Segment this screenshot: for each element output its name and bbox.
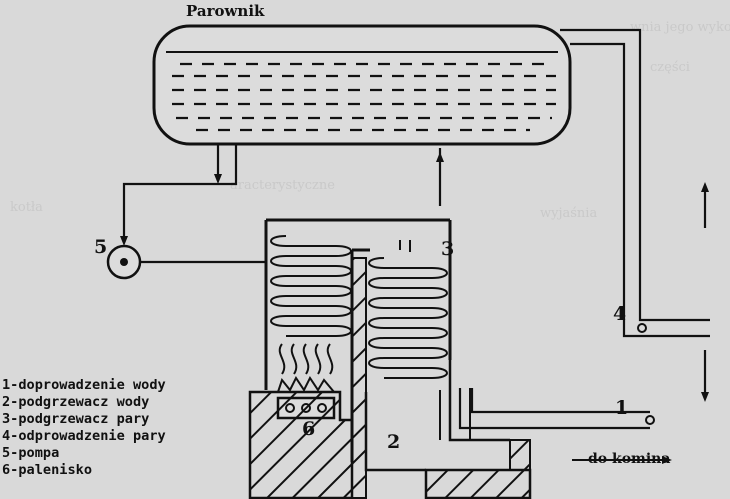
label-1: 1 [615,397,629,419]
flue-walls [364,360,510,472]
legend-item: 2-podgrzewacz wody [2,394,150,410]
legend-item: 1-doprowadzenie wody [2,377,166,393]
bg-line: wnia jego wyko [630,20,730,35]
furnace-brickwork [248,257,532,499]
legend-item: 5-pompa [2,445,60,461]
burner-flames [278,343,334,375]
label-3: 3 [441,238,455,260]
legend: 1-doprowadzenie wody 2-podgrzewacz wody … [2,377,166,479]
label-2: 2 [387,431,401,453]
bg-line: wyjaśnia [540,206,598,221]
lower-tubes [399,240,471,440]
chimney-outlet-label: do komina [588,451,671,467]
steam-heater-coil [368,257,448,379]
evaporator-drum [152,24,572,146]
legend-item: 3-podgrzewacz pary [2,411,150,427]
bg-line: kotła [10,200,43,215]
label-5: 5 [94,236,108,258]
evaporator-label: Parownik [186,2,265,20]
water-level-marks [172,62,556,132]
legend-item: 4-odprowadzenie pary [2,428,166,444]
bg-line: części [650,60,690,75]
label-4: 4 [613,303,627,325]
legend-item: 6-palenisko [2,462,93,478]
flow-arrows [120,152,709,464]
label-6: 6 [302,418,316,440]
pump [106,244,142,280]
bg-line: aracterystyczne [230,178,335,193]
water-heater-coil [270,235,352,337]
pipes [122,28,710,430]
